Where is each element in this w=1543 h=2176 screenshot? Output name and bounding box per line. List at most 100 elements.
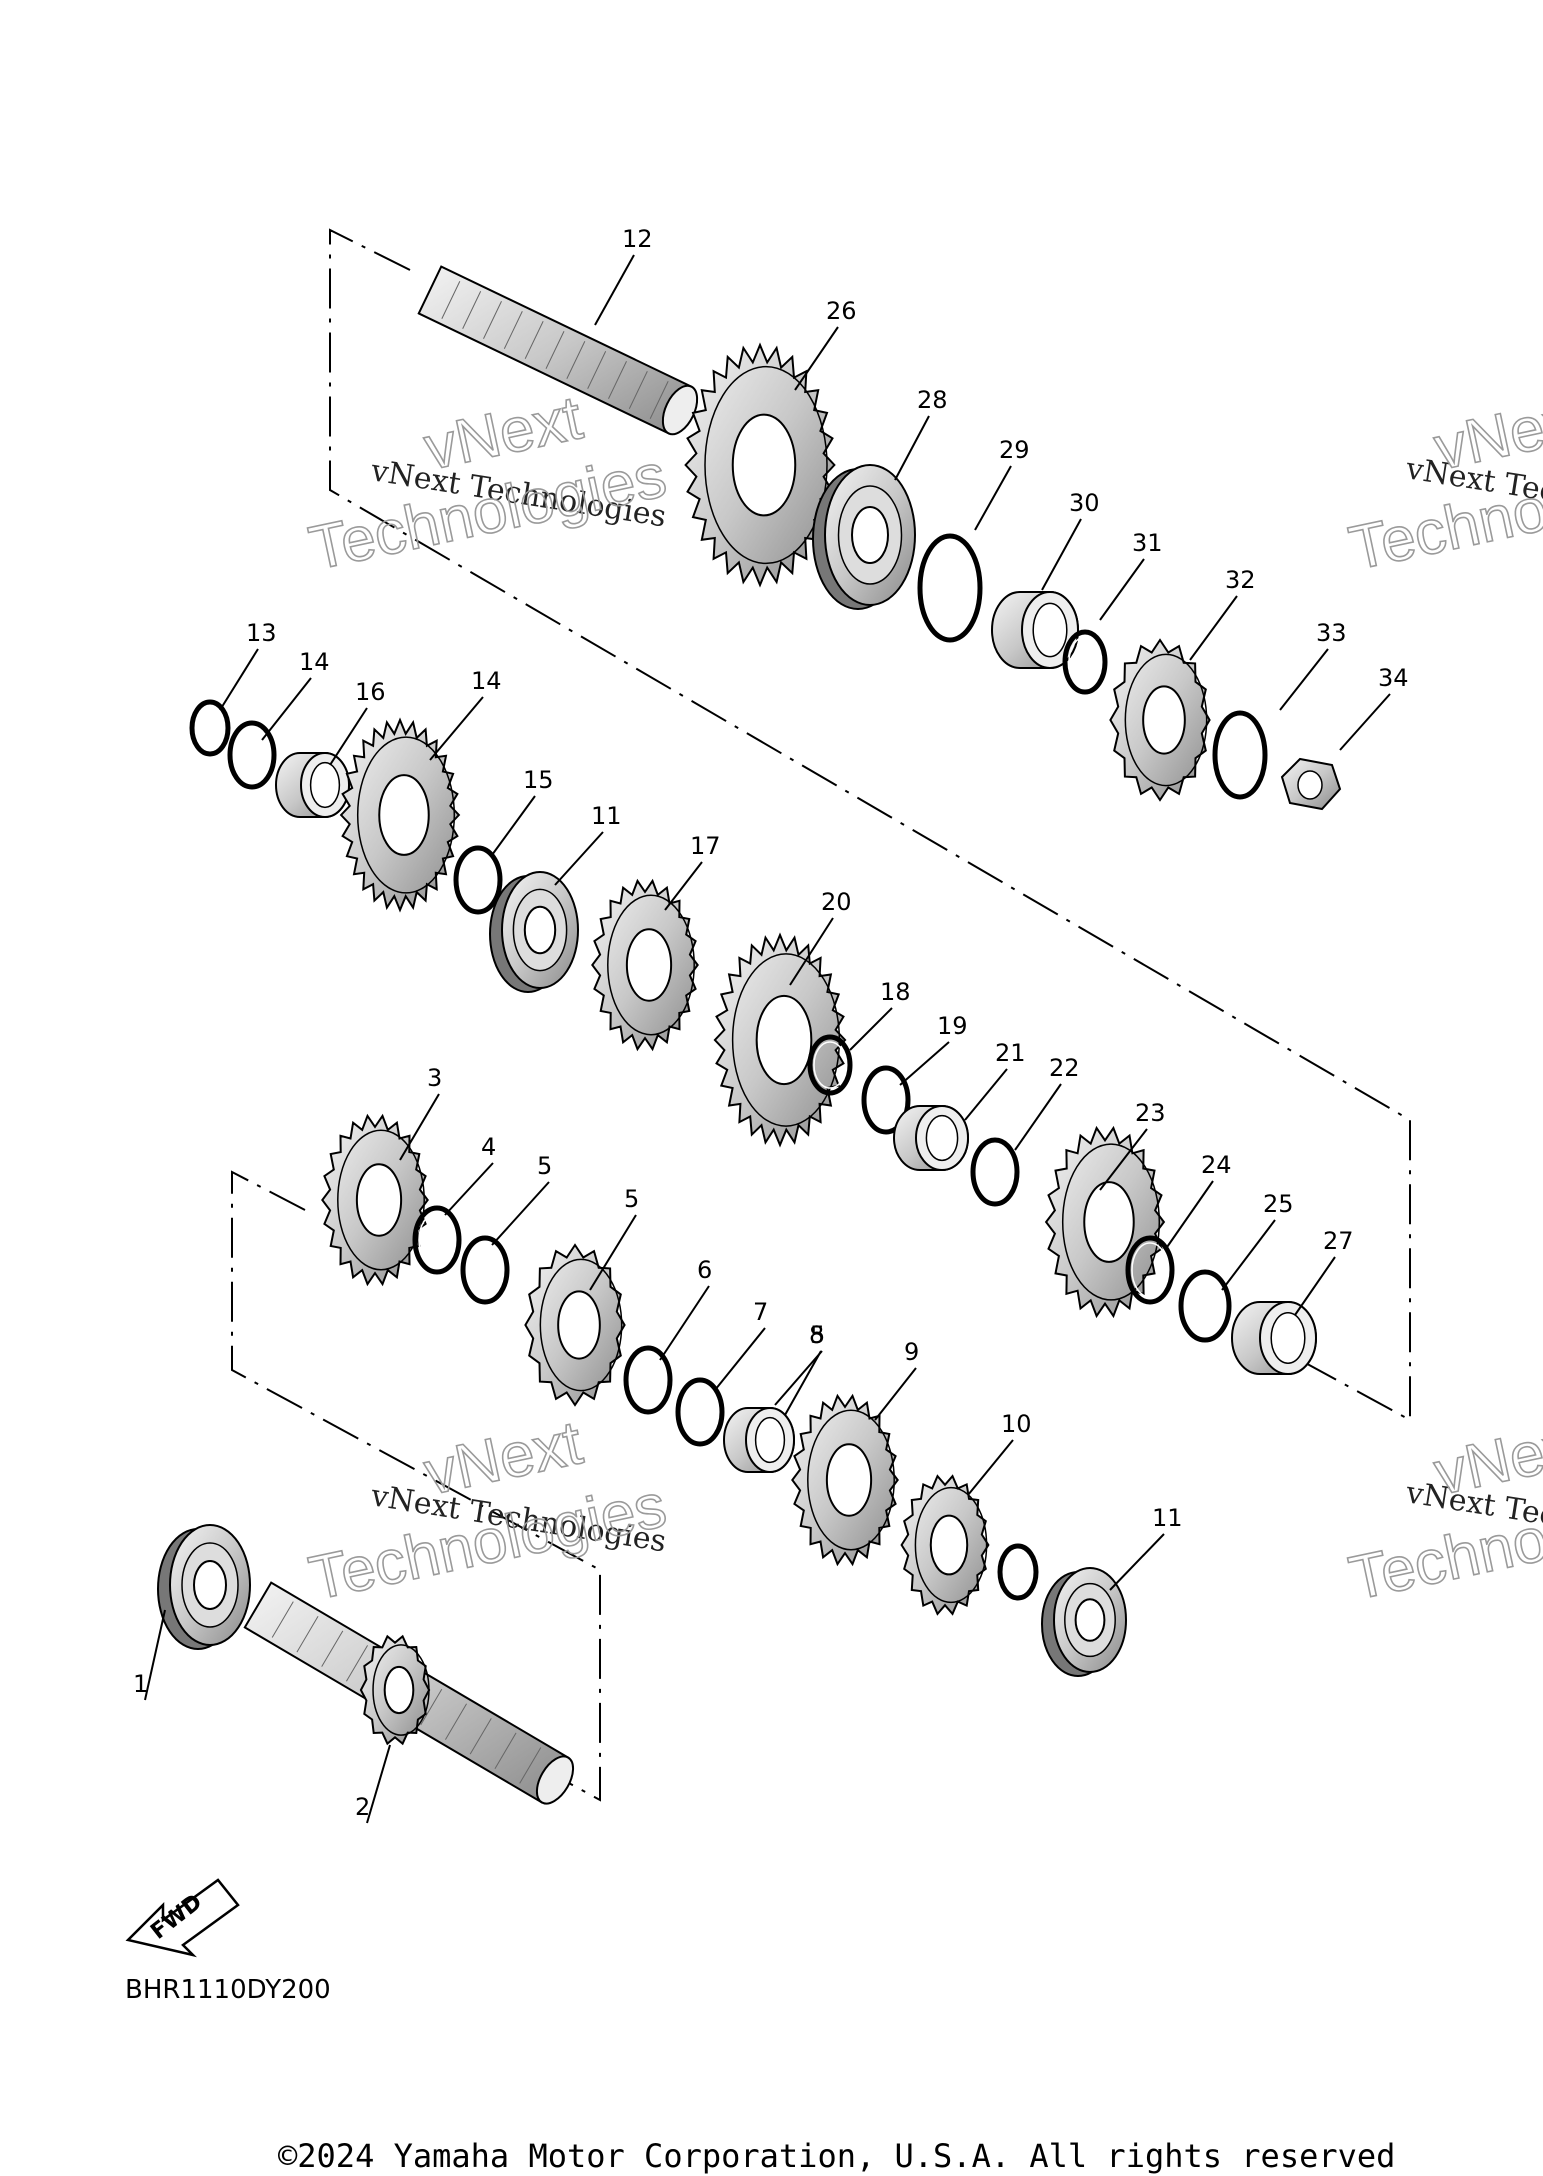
- gear-part-10: [900, 1474, 990, 1616]
- nut-part-34: [1280, 757, 1342, 811]
- fwd-arrow-icon: FWD: [125, 1878, 240, 1958]
- bearing-part-11b: [1041, 1567, 1127, 1677]
- parts-group: [157, 265, 1342, 1805]
- leader-line: [491, 795, 536, 856]
- leader-line: [261, 677, 312, 741]
- leader-line: [1099, 558, 1145, 621]
- callout-9: 9: [904, 1338, 919, 1366]
- collar-part-21: [893, 1105, 969, 1171]
- callout-28: 28: [917, 386, 948, 414]
- gear-part-20: [713, 932, 847, 1148]
- callout-14: 14: [299, 648, 330, 676]
- circlip-part-22: [970, 1137, 1020, 1207]
- leader-line: [789, 917, 834, 986]
- callout-18: 18: [880, 978, 911, 1006]
- ring-part-29: [917, 533, 983, 643]
- leader-line: [219, 648, 259, 711]
- circlip-part-7: [675, 1377, 725, 1447]
- callout-3: 3: [427, 1064, 442, 1092]
- callout-15: 15: [523, 766, 554, 794]
- callout-22: 22: [1049, 1054, 1080, 1082]
- leader-line: [444, 1162, 494, 1216]
- leader-line: [366, 1744, 391, 1824]
- leader-line: [714, 1327, 766, 1391]
- leader-line: [874, 1367, 917, 1421]
- gear-part-17: [591, 878, 699, 1052]
- callout-19: 19: [937, 1012, 968, 1040]
- washer-part-5b: [623, 1345, 673, 1415]
- gear-part-23: [1044, 1125, 1166, 1319]
- callout-10: 10: [1001, 1410, 1032, 1438]
- callout-11: 11: [1152, 1504, 1183, 1532]
- callout-8: 8: [809, 1321, 824, 1349]
- callout-33: 33: [1316, 619, 1347, 647]
- collar-part-27: [1231, 1301, 1317, 1375]
- callout-2: 2: [355, 1793, 370, 1821]
- leader-line: [429, 696, 484, 761]
- circlip-part-13: [189, 699, 231, 757]
- callout-5: 5: [624, 1185, 639, 1213]
- copyright-notice: ©2024 Yamaha Motor Corporation, U.S.A. A…: [278, 2137, 1395, 2175]
- leader-line: [659, 1285, 710, 1361]
- callout-17: 17: [690, 832, 721, 860]
- callout-31: 31: [1132, 529, 1163, 557]
- washer-part-19: [861, 1065, 911, 1135]
- callout-26: 26: [826, 297, 857, 325]
- circlip-part-24: [1125, 1235, 1175, 1305]
- callout-24: 24: [1201, 1151, 1232, 1179]
- leader-line: [589, 1214, 637, 1291]
- leader-lines: [144, 254, 1391, 1824]
- leader-line: [894, 415, 930, 481]
- callout-34: 34: [1378, 664, 1409, 692]
- axle-gear-part-2: [359, 1634, 431, 1746]
- callout-4: 4: [481, 1133, 496, 1161]
- callout-20: 20: [821, 888, 852, 916]
- main-shaft-part-12: [417, 265, 699, 436]
- collar-part-9: [723, 1407, 795, 1473]
- callout-5: 5: [537, 1152, 552, 1180]
- assembly-outline-lower: [231, 1170, 601, 1802]
- leader-line: [964, 1068, 1008, 1121]
- washer-part-5: [460, 1235, 510, 1305]
- washer-part-25: [1178, 1269, 1232, 1343]
- leader-line: [1294, 1256, 1336, 1316]
- leader-line: [399, 1093, 440, 1161]
- callout-5: 5: [810, 1321, 825, 1349]
- leader-line: [1099, 1128, 1148, 1191]
- watermark-text: vNext: [1429, 383, 1543, 483]
- leader-line: [794, 326, 839, 391]
- drawing-code: BHR1110DY200: [125, 1975, 331, 2005]
- circlip-part-4: [412, 1205, 462, 1275]
- callout-6: 6: [697, 1256, 712, 1284]
- washer-part-33: [1212, 710, 1268, 800]
- leader-line: [784, 1350, 822, 1416]
- leader-line: [554, 831, 604, 886]
- leader-line: [1221, 1219, 1276, 1291]
- leader-line: [967, 1439, 1014, 1496]
- leader-line: [1164, 1180, 1214, 1251]
- assembly-outline-upper: [329, 228, 1411, 1422]
- leader-line: [329, 707, 368, 766]
- circlip-part-31: [1062, 629, 1108, 695]
- leader-line: [664, 861, 703, 911]
- bearing-part-11: [489, 871, 579, 993]
- callout-14: 14: [471, 667, 502, 695]
- gear-part-15: [339, 717, 461, 913]
- bearing-part-1: [157, 1524, 251, 1650]
- collar-part-16: [275, 752, 350, 818]
- washer-part-14: [227, 720, 277, 790]
- leader-line: [144, 1609, 166, 1701]
- callout-1: 1: [133, 1670, 148, 1698]
- callout-16: 16: [355, 678, 386, 706]
- callout-labels: 1234555678910111112131414151617181920212…: [133, 225, 1409, 1821]
- callout-30: 30: [1069, 489, 1100, 517]
- gear-part-26: [684, 342, 836, 588]
- callout-32: 32: [1225, 566, 1256, 594]
- leader-line: [974, 465, 1012, 531]
- callout-7: 7: [753, 1298, 768, 1326]
- leader-line: [1339, 693, 1391, 751]
- callout-11: 11: [591, 802, 622, 830]
- leader-line: [1279, 648, 1329, 711]
- gear-part-6: [524, 1243, 626, 1407]
